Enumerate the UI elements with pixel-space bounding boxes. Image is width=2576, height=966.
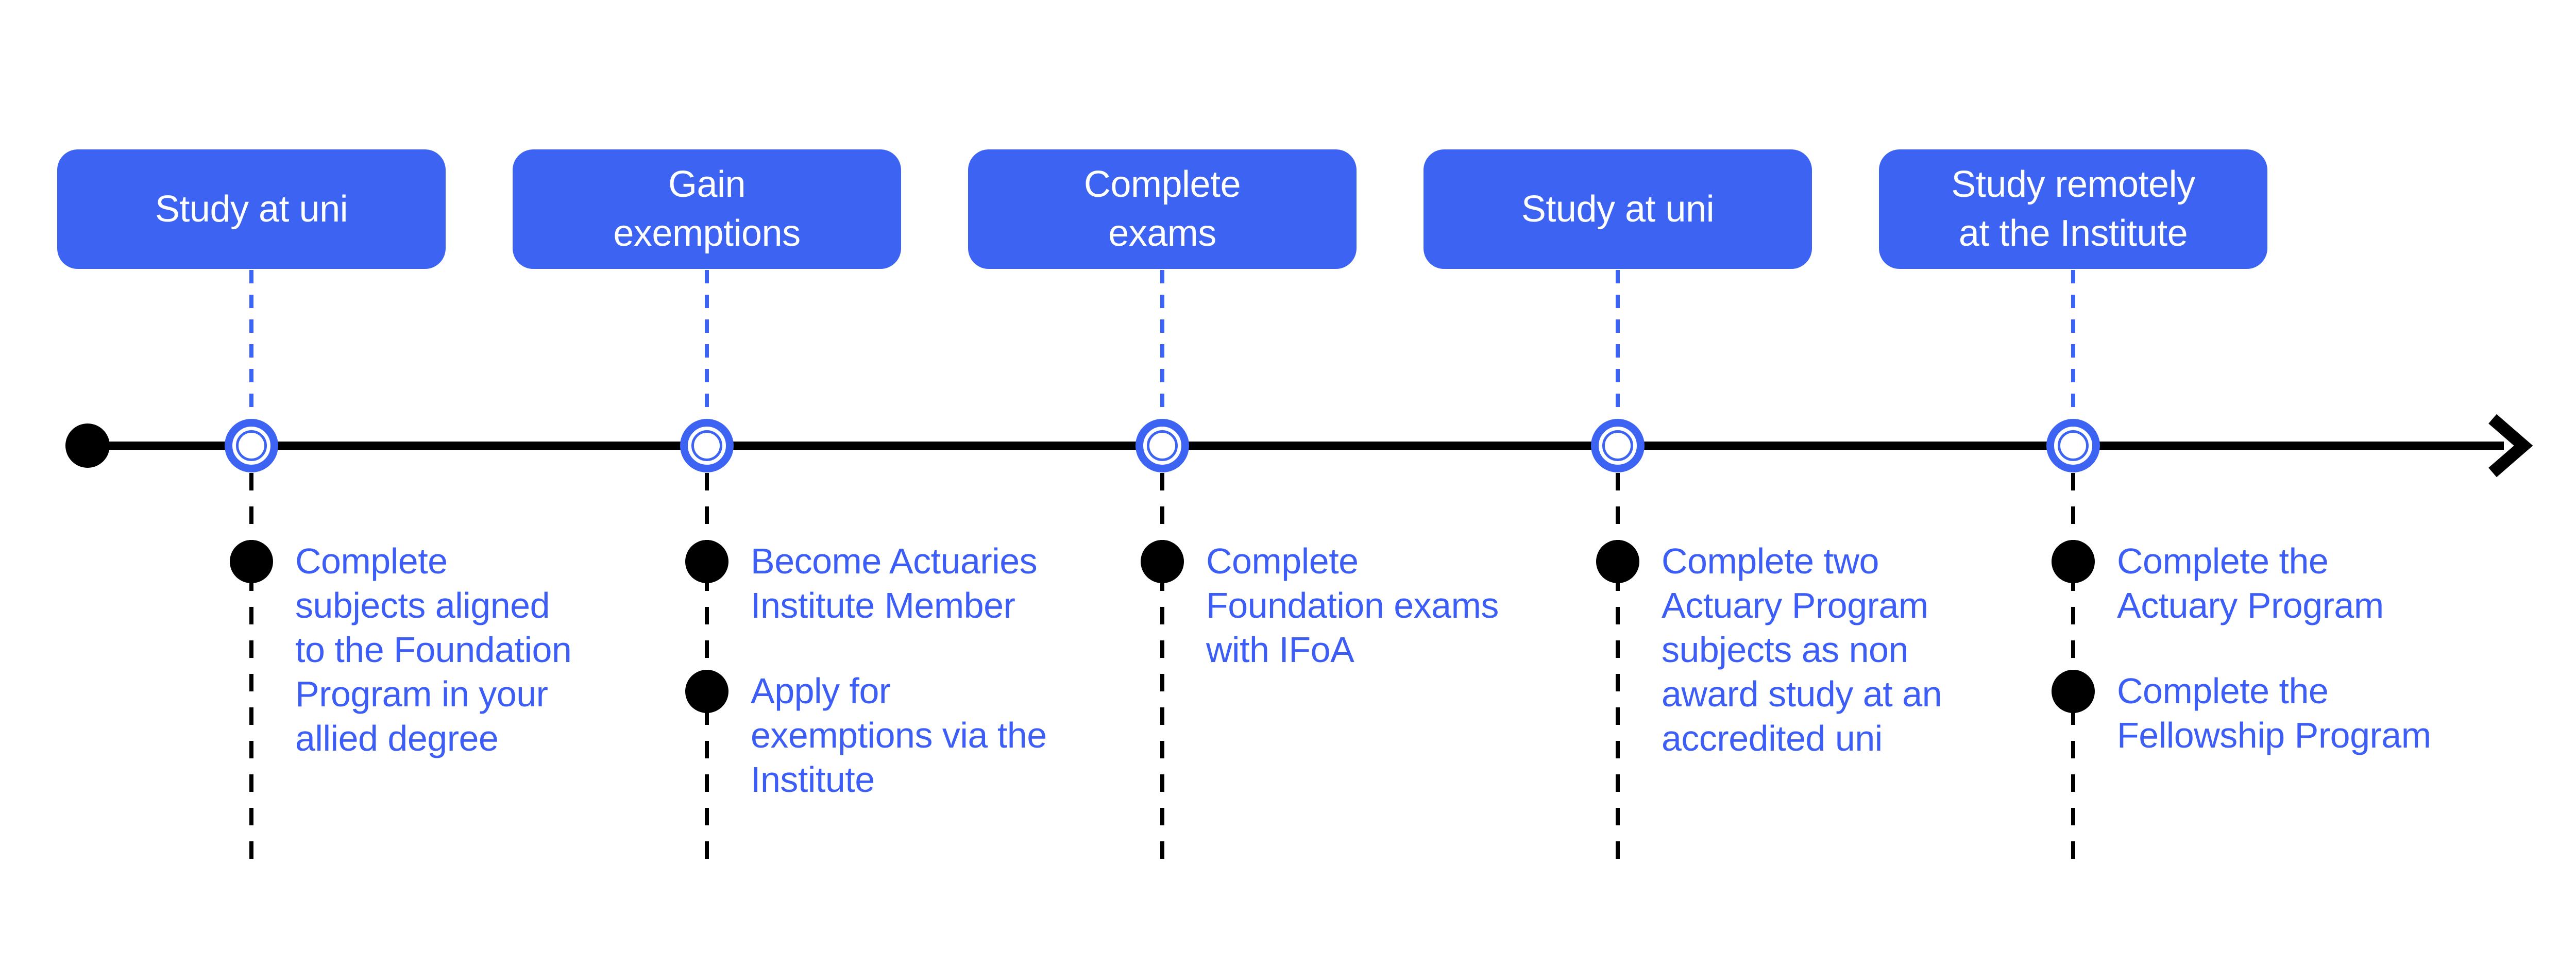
pill-connector-dashed [2071, 270, 2075, 418]
timeline-node-icon [225, 419, 278, 472]
bullet-text: Apply for exemptions via the Institute [751, 671, 1047, 800]
timeline-node-inner-ring [691, 430, 722, 461]
timeline-arrow-icon [2488, 414, 2533, 478]
bullet-dot-icon [2052, 670, 2095, 713]
step-pill: Gain exemptions [513, 149, 901, 269]
node-stem-dashed [1160, 473, 1164, 874]
node-stem-dashed [249, 473, 253, 874]
step-pill-label: Study remotely at the Institute [1951, 164, 2195, 254]
bullet-dot-icon [1596, 540, 1639, 583]
bullet-text: Complete Foundation exams with IFoA [1206, 541, 1499, 670]
pill-connector-dashed [705, 270, 709, 418]
bullet-dot-icon [2052, 540, 2095, 583]
list-item: Complete Foundation exams with IFoA [1141, 539, 1563, 672]
bullet-text: Complete the Fellowship Program [2117, 671, 2431, 755]
step-pill-label: Gain exemptions [613, 164, 801, 254]
list-item: Apply for exemptions via the Institute [685, 669, 1108, 802]
timeline-node-inner-ring [2058, 430, 2089, 461]
timeline-node-inner-ring [1602, 430, 1633, 461]
bullet-dot-icon [685, 540, 728, 583]
timeline-node-icon [1136, 419, 1189, 472]
list-item: Complete two Actuary Program subjects as… [1596, 539, 2019, 760]
timeline-node-inner-ring [1147, 430, 1178, 461]
timeline-node-icon [1591, 419, 1645, 472]
timeline-node-inner-ring [236, 430, 267, 461]
bullet-text: Complete subjects aligned to the Foundat… [295, 541, 572, 758]
pill-connector-dashed [1160, 270, 1164, 418]
pill-connector-dashed [1616, 270, 1620, 418]
bullet-list: Complete subjects aligned to the Foundat… [230, 539, 652, 760]
step-pill: Study at uni [57, 149, 446, 269]
node-stem-dashed [1616, 473, 1620, 874]
timeline-node-icon [2046, 419, 2100, 472]
list-item: Complete the Fellowship Program [2052, 669, 2474, 757]
timeline-node-icon [680, 419, 734, 472]
step-pill-label: Study at uni [1521, 188, 1715, 230]
step-pill-label: Complete exams [1083, 164, 1241, 254]
bullet-dot-icon [1141, 540, 1184, 583]
bullet-text: Complete the Actuary Program [2117, 541, 2384, 625]
bullet-list: Become Actuaries Institute Member Apply … [685, 539, 1108, 802]
timeline-axis [88, 442, 2504, 450]
step-pill: Complete exams [968, 149, 1357, 269]
bullet-list: Complete two Actuary Program subjects as… [1596, 539, 2019, 760]
step-pill: Study at uni [1423, 149, 1812, 269]
bullet-dot-icon [685, 670, 728, 713]
bullet-text: Complete two Actuary Program subjects as… [1662, 541, 1942, 758]
list-item: Become Actuaries Institute Member [685, 539, 1108, 628]
timeline-start-dot-icon [65, 423, 110, 468]
step-pill: Study remotely at the Institute [1879, 149, 2267, 269]
bullet-list: Complete Foundation exams with IFoA [1141, 539, 1563, 672]
pill-connector-dashed [249, 270, 253, 418]
bullet-text: Become Actuaries Institute Member [751, 541, 1038, 625]
list-item: Complete subjects aligned to the Foundat… [230, 539, 652, 760]
step-pill-label: Study at uni [155, 188, 348, 230]
bullet-list: Complete the Actuary Program Complete th… [2052, 539, 2474, 757]
bullet-dot-icon [230, 540, 273, 583]
list-item: Complete the Actuary Program [2052, 539, 2474, 628]
